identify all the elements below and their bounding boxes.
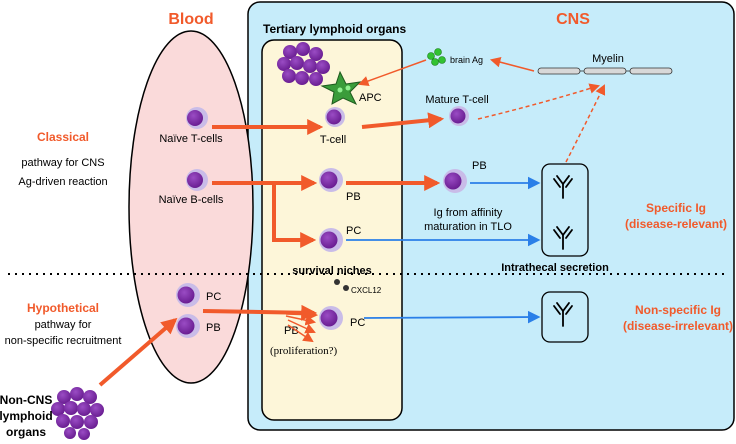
cxcl12-dots bbox=[334, 279, 349, 291]
ig-affinity-line1: Ig from affinity bbox=[434, 207, 503, 219]
nonspecific-ig-box bbox=[541, 291, 589, 343]
antibody-icon bbox=[553, 226, 573, 250]
arrow-blood-to-tlo-lower bbox=[202, 304, 318, 321]
tlo-tcell-label: T-cell bbox=[320, 134, 346, 146]
cns-pb-label: PB bbox=[472, 160, 487, 172]
mature-tcell-label: Mature T-cell bbox=[425, 94, 488, 106]
antibody-icon bbox=[553, 175, 573, 199]
tlo-pb-label: PB bbox=[346, 191, 361, 203]
survival-niches-label: survival niches bbox=[292, 265, 372, 277]
tlo-lower-pc-cell bbox=[319, 306, 343, 330]
cns-title: CNS bbox=[556, 11, 590, 28]
tlo-lymphoid-cluster bbox=[277, 42, 330, 86]
specific-ig-line2: (disease-relevant) bbox=[625, 217, 727, 231]
tlo-lower-pc-label: PC bbox=[350, 317, 365, 329]
proliferation-arrows bbox=[285, 309, 319, 343]
hypothetical-title: Hypothetical bbox=[27, 301, 99, 315]
arrow-tcell-to-mature bbox=[361, 112, 445, 129]
tlo-lower-pb-label: PB bbox=[284, 325, 299, 337]
myelin-label: Myelin bbox=[592, 53, 624, 65]
blood-pb-label: PB bbox=[206, 322, 221, 334]
arrow-mature-to-myelin bbox=[477, 83, 601, 120]
arrow-myelin-to-ag bbox=[489, 57, 535, 72]
nonspecific-ig-line1: Non-specific Ig bbox=[635, 303, 721, 317]
hypothetical-line1: pathway for bbox=[35, 319, 92, 331]
non-cns-lymphoid-cluster bbox=[51, 387, 104, 440]
classical-title: Classical bbox=[37, 130, 89, 144]
tlo-pb-cell bbox=[319, 168, 343, 192]
naive-b-cell bbox=[186, 169, 208, 191]
nonspecific-ig-line2: (disease-irrelevant) bbox=[623, 319, 733, 333]
tlo-pc-cell bbox=[319, 228, 343, 252]
classical-line2: Ag-driven reaction bbox=[18, 176, 107, 188]
tlo-t-cell bbox=[325, 107, 345, 127]
ig-affinity-line2: maturation in TLO bbox=[424, 221, 512, 233]
specific-ig-box bbox=[541, 163, 589, 257]
non-cns-line2: lymphoid bbox=[0, 409, 53, 423]
blood-pc-cell bbox=[176, 283, 200, 307]
blood-pc-label: PC bbox=[206, 291, 221, 303]
apc-label: APC bbox=[359, 92, 382, 104]
myelin-sheath bbox=[537, 67, 673, 75]
tlo-title: Tertiary lymphoid organs bbox=[263, 22, 406, 36]
classical-line1: pathway for CNS bbox=[21, 157, 104, 169]
proliferation-label: (proliferation?) bbox=[270, 345, 338, 357]
hypothetical-line2: non-specific recruitment bbox=[5, 335, 122, 347]
cxcl12-label: CXCL12 bbox=[351, 286, 382, 295]
arrow-ig-to-myelin bbox=[565, 84, 606, 163]
arrow-noncns-to-blood bbox=[98, 317, 178, 387]
non-cns-line1: Non-CNS bbox=[0, 393, 52, 407]
non-cns-line3: organs bbox=[6, 425, 46, 439]
blood-title: Blood bbox=[168, 11, 213, 28]
arrow-naive-b-to-pc bbox=[272, 183, 317, 248]
tlo-pc-label: PC bbox=[346, 225, 361, 237]
intrathecal-label: Intrathecal secretion bbox=[501, 262, 609, 274]
naive-t-cell bbox=[186, 107, 208, 129]
mature-t-cell bbox=[449, 106, 469, 126]
brain-ag-cluster bbox=[427, 48, 446, 66]
brain-ag-label: brain Ag bbox=[450, 55, 483, 65]
arrow-ag-to-apc bbox=[358, 59, 427, 87]
antibody-icon bbox=[553, 302, 573, 327]
arrow-pc-to-nonspecific-ig bbox=[363, 310, 541, 324]
naive-t-label: Naïve T-cells bbox=[159, 133, 223, 145]
naive-b-label: Naïve B-cells bbox=[159, 194, 224, 206]
apc-cell bbox=[320, 70, 362, 106]
cns-pb-cell bbox=[443, 169, 467, 193]
blood-pb-cell bbox=[176, 314, 200, 338]
specific-ig-line1: Specific Ig bbox=[646, 201, 706, 215]
blood-compartment bbox=[128, 30, 254, 384]
